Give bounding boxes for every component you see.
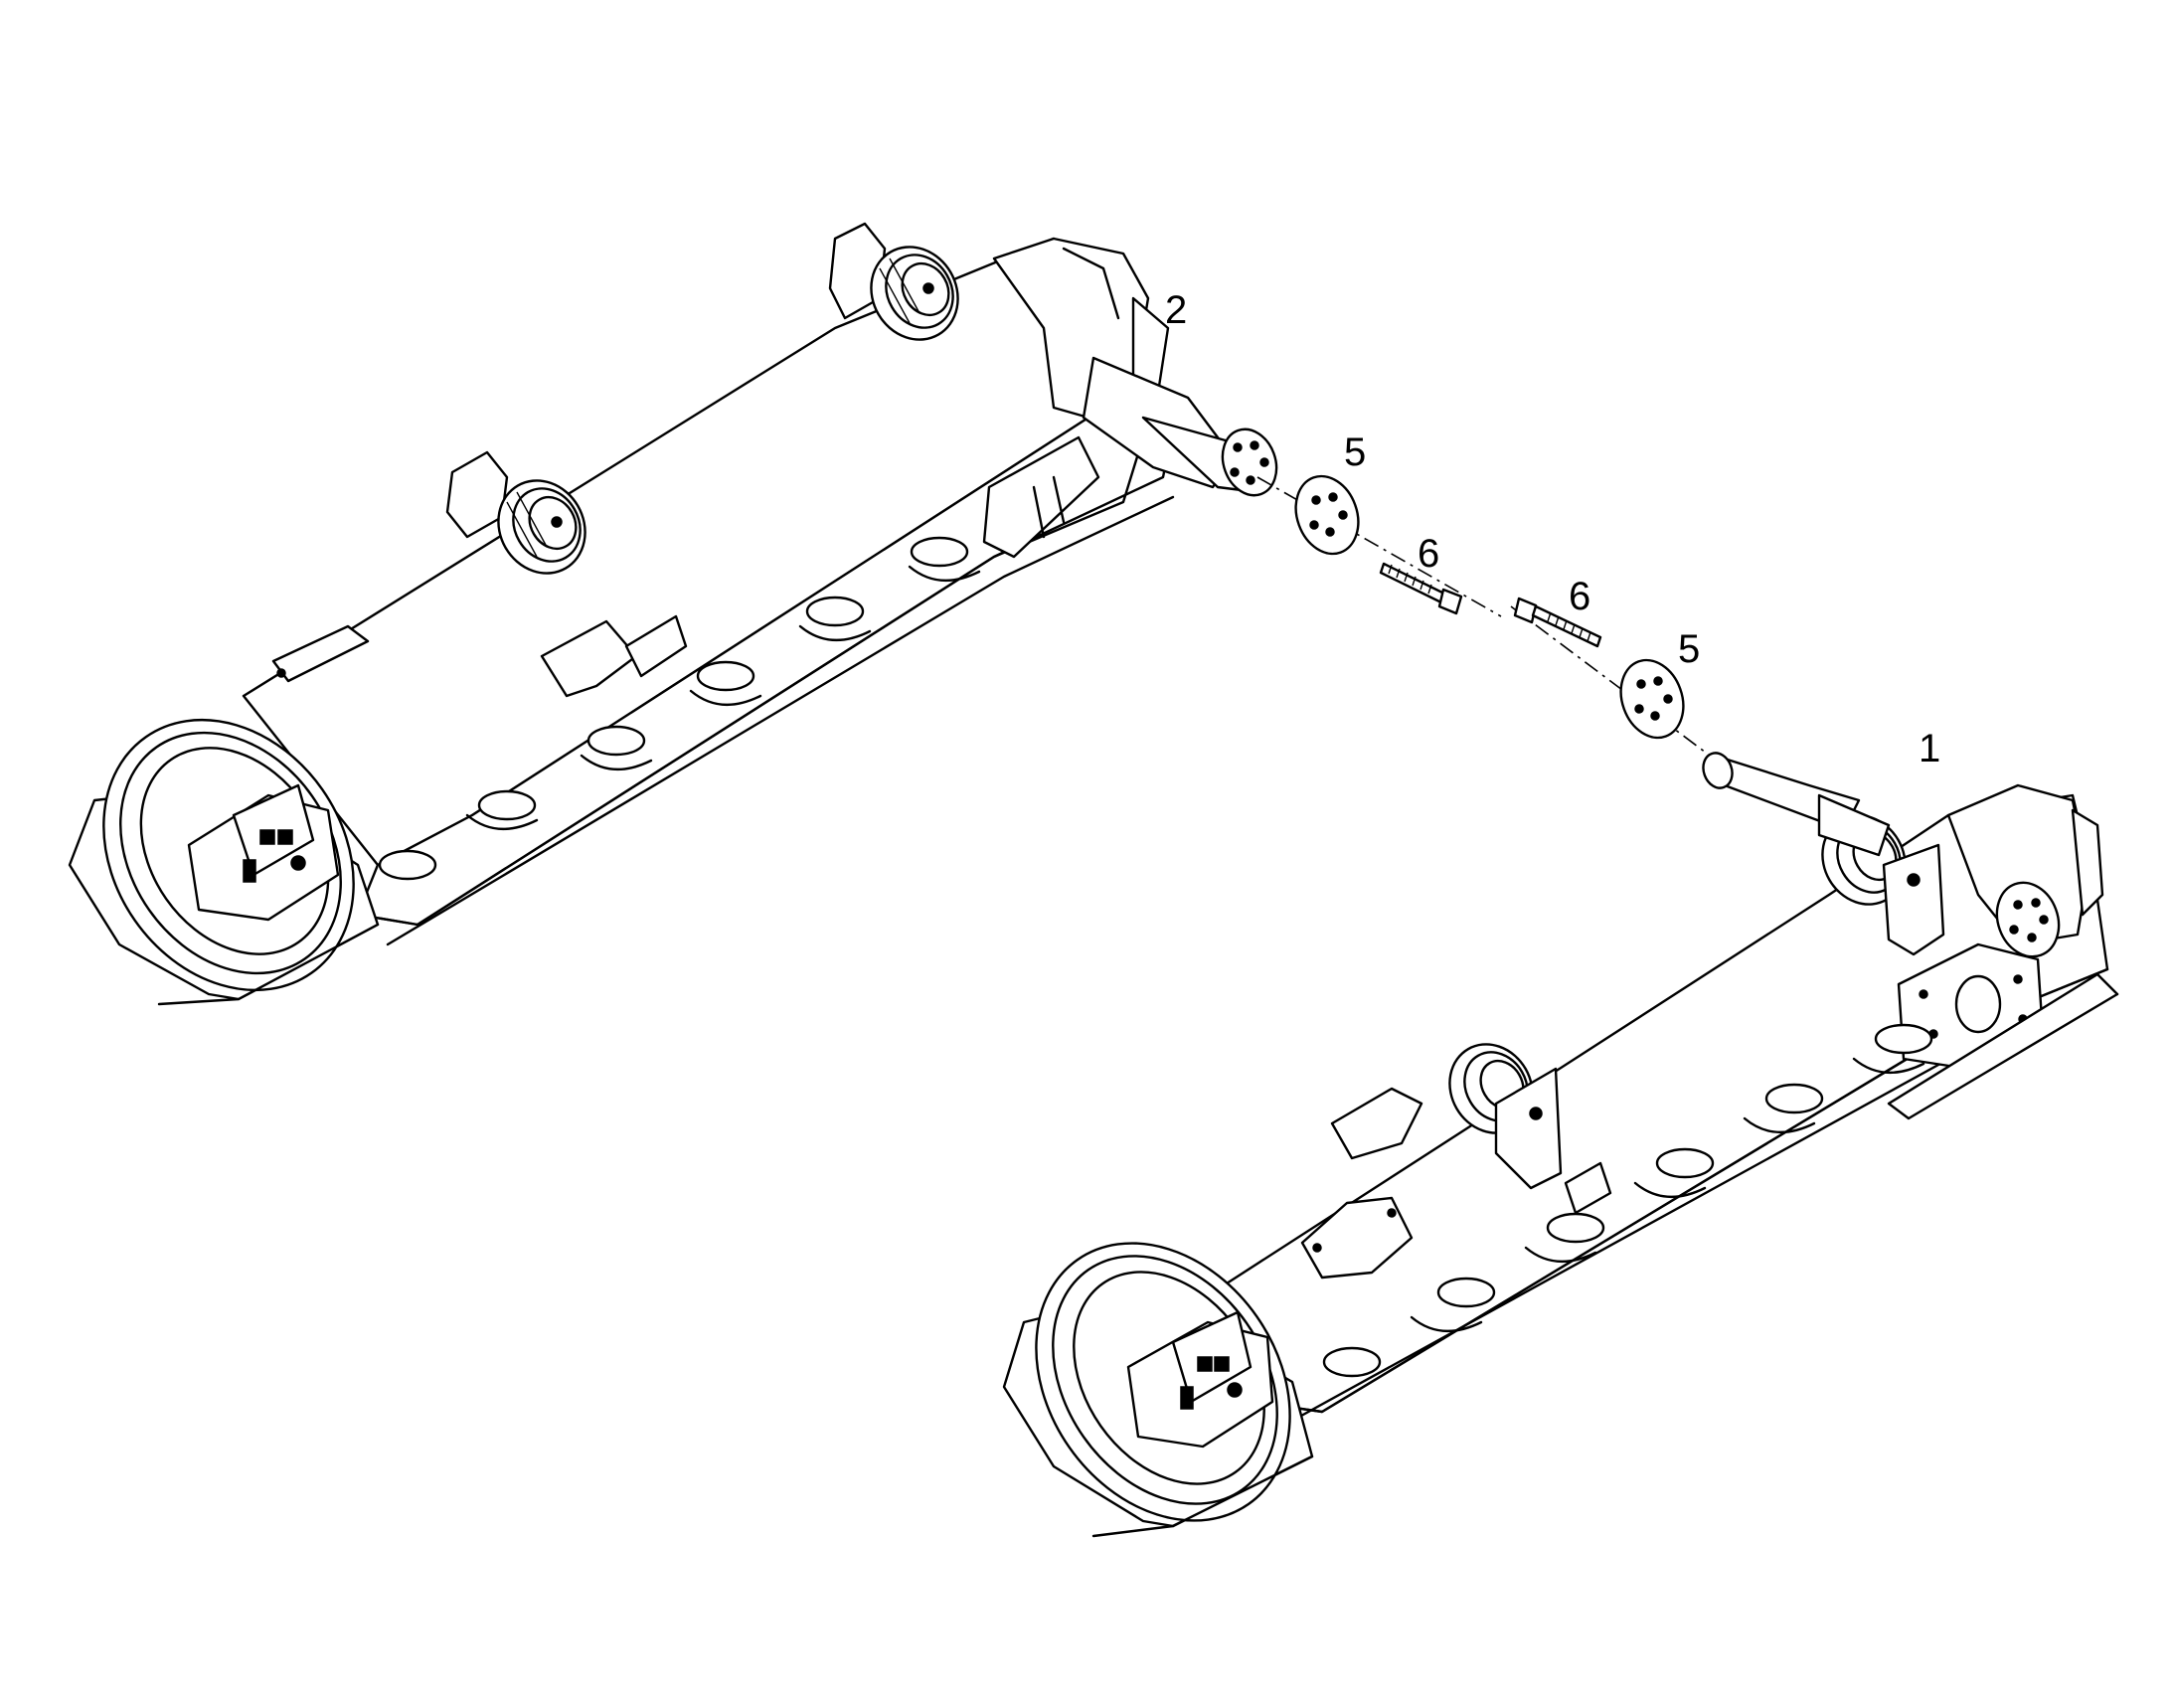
callout-5-right: 5	[1678, 627, 1701, 671]
right-track-rollers	[1322, 972, 2119, 1378]
callout-6-left: 6	[1418, 532, 1440, 576]
right-axle-pin	[1702, 752, 1891, 857]
bolt-left	[1379, 562, 1463, 615]
thrust-plate-right	[1619, 658, 1685, 740]
left-axle-pin	[1082, 356, 1278, 497]
left-guard-bracket	[271, 614, 688, 698]
callout-6-right: 6	[1569, 575, 1591, 618]
left-carrier-roller-2	[828, 222, 959, 341]
right-carrier-roller-1	[1448, 1043, 1563, 1190]
left-track-frame	[242, 237, 1175, 946]
center-line-right	[1510, 605, 1711, 757]
center-line-left	[1256, 476, 1502, 617]
left-carrier-roller-1	[445, 450, 586, 575]
right-cover-plate	[1300, 1087, 1612, 1280]
right-track-frame	[1211, 783, 2119, 1434]
left-front-idler	[68, 718, 380, 1006]
left-track-rollers	[378, 536, 981, 881]
thrust-plate-left	[1294, 474, 1360, 556]
callout-1: 1	[1919, 727, 1941, 770]
callout-5-left: 5	[1344, 430, 1367, 474]
callout-2: 2	[1165, 288, 1188, 332]
right-front-idler	[1002, 1242, 1314, 1538]
bolt-right	[1513, 597, 1602, 648]
